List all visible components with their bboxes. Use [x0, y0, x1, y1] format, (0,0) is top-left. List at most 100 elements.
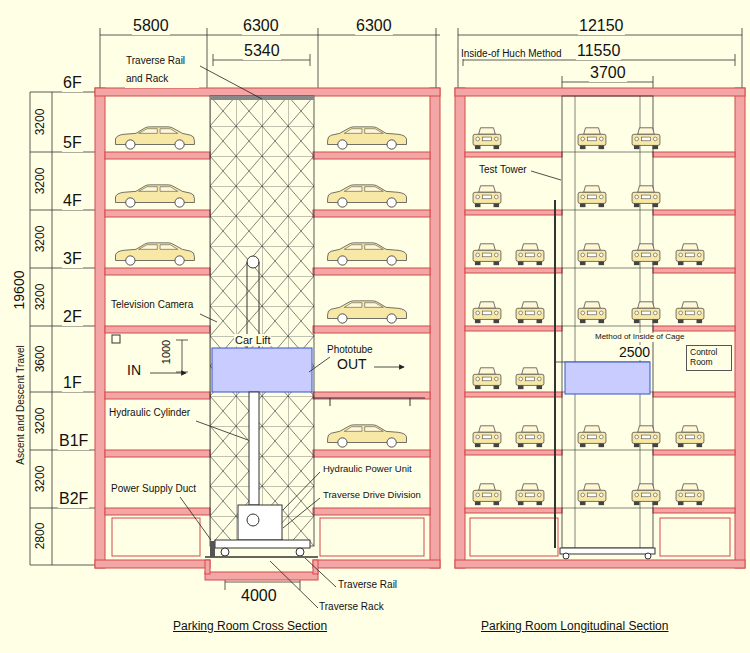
cross-section-walls [105, 326, 210, 333]
longitudinal-walls [653, 152, 735, 157]
leader-lines [283, 472, 320, 510]
parked-cars [473, 426, 501, 447]
leader-lines [305, 558, 336, 587]
part-label: Hydraulic Cylinder [108, 407, 191, 418]
leader-lines [150, 66, 561, 608]
cross-section-walls [95, 88, 440, 96]
floor-label: 5F [62, 134, 83, 152]
parked-cars [676, 426, 704, 447]
dimension-lines [176, 340, 188, 372]
section-caption: Parking Room Longitudinal Section [480, 620, 669, 633]
cross-section-walls [313, 560, 440, 568]
part-label: Car Lift [234, 334, 271, 346]
leader-lines [180, 497, 211, 540]
cross-section-walls [205, 572, 318, 580]
parked-cars [328, 185, 407, 207]
longitudinal-walls [455, 88, 465, 568]
parked-cars [676, 244, 704, 265]
dimension-label: 5340 [243, 42, 281, 60]
lift-tower [247, 514, 259, 526]
part-label: Phototube [326, 344, 374, 355]
longitudinal-walls [653, 450, 735, 455]
dimension-label: 6300 [242, 17, 280, 35]
longitudinal-walls [465, 268, 562, 273]
parked-cars [516, 244, 544, 265]
parked-cars [632, 128, 660, 149]
cross-section-walls [105, 392, 210, 399]
direction-label: OUT [336, 357, 368, 372]
dimension-label: 11550 [576, 42, 621, 60]
lift-tower [112, 335, 120, 343]
foundation-boxes [112, 518, 730, 556]
part-label: Power Supply Duct [110, 483, 197, 494]
part-label: Traverse Rail [337, 579, 398, 590]
parked-cars [328, 243, 407, 265]
leader-lines [374, 367, 404, 368]
lift-tower [205, 556, 318, 558]
dimension-label: 4000 [240, 587, 278, 605]
parked-cars [516, 368, 544, 389]
cross-section-walls [95, 560, 210, 568]
parked-cars [578, 426, 606, 447]
axis-label: Ascent and Descent Travel [15, 344, 26, 466]
dimension-label: 1000 [160, 339, 172, 365]
floor-label: B2F [58, 490, 89, 508]
floor-label: 1F [62, 374, 83, 392]
longitudinal-walls [455, 88, 745, 568]
lift-tower [221, 548, 229, 556]
parked-cars [473, 302, 501, 323]
dimension-label: 2800 [34, 522, 47, 551]
parked-cars [578, 244, 606, 265]
longitudinal-walls [455, 88, 745, 96]
parked-cars [578, 186, 606, 207]
part-label: Television Camera [110, 299, 194, 310]
parked-cars [116, 127, 704, 505]
parked-cars [578, 484, 606, 505]
parked-cars [116, 185, 195, 207]
floor-label: 4F [62, 192, 83, 210]
longitudinal-walls [465, 326, 562, 331]
leader-lines [283, 498, 320, 528]
cross-section-walls [105, 450, 210, 457]
parked-cars [632, 484, 660, 505]
parked-cars [328, 425, 407, 447]
method-label: Inside-of Huch Method [460, 48, 563, 59]
cross-section-walls [313, 152, 430, 159]
leader-lines [531, 171, 561, 180]
dimension-lines [30, 92, 95, 565]
lift-tower [212, 348, 312, 392]
lift-tower [247, 256, 259, 268]
floor-label: 6F [62, 74, 83, 92]
parked-cars [632, 302, 660, 323]
lift-tower [238, 505, 282, 540]
parked-cars [516, 426, 544, 447]
foundation-boxes [660, 518, 730, 556]
cross-section-walls [105, 152, 210, 159]
cross-section-walls [105, 210, 210, 217]
cross-section-walls [313, 450, 430, 457]
longitudinal-walls [465, 508, 562, 513]
cross-section-walls [95, 88, 440, 580]
dimension-lines [100, 28, 440, 88]
part-label: Traverse Rail and Rack [125, 52, 199, 88]
parked-cars [473, 186, 501, 207]
part-label: Traverse Drive Division [322, 490, 422, 500]
parked-cars [473, 128, 501, 149]
lift-tower [210, 96, 314, 546]
dimension-label: 3200 [34, 283, 47, 312]
leader-lines [200, 66, 262, 99]
dimension-label: 3200 [34, 167, 47, 196]
part-label: Hydraulic Power Unit [322, 464, 413, 474]
longitudinal-walls [653, 326, 735, 331]
parked-cars [473, 484, 501, 505]
lift-tower [249, 392, 259, 505]
dimension-label: 2500 [618, 345, 651, 360]
dimension-label: 6300 [355, 17, 393, 35]
parked-cars [473, 368, 501, 389]
longitudinal-walls [653, 508, 735, 513]
lift-tower [296, 548, 304, 556]
test-tower [563, 553, 569, 559]
parked-cars [328, 127, 407, 447]
parked-cars [516, 484, 544, 505]
